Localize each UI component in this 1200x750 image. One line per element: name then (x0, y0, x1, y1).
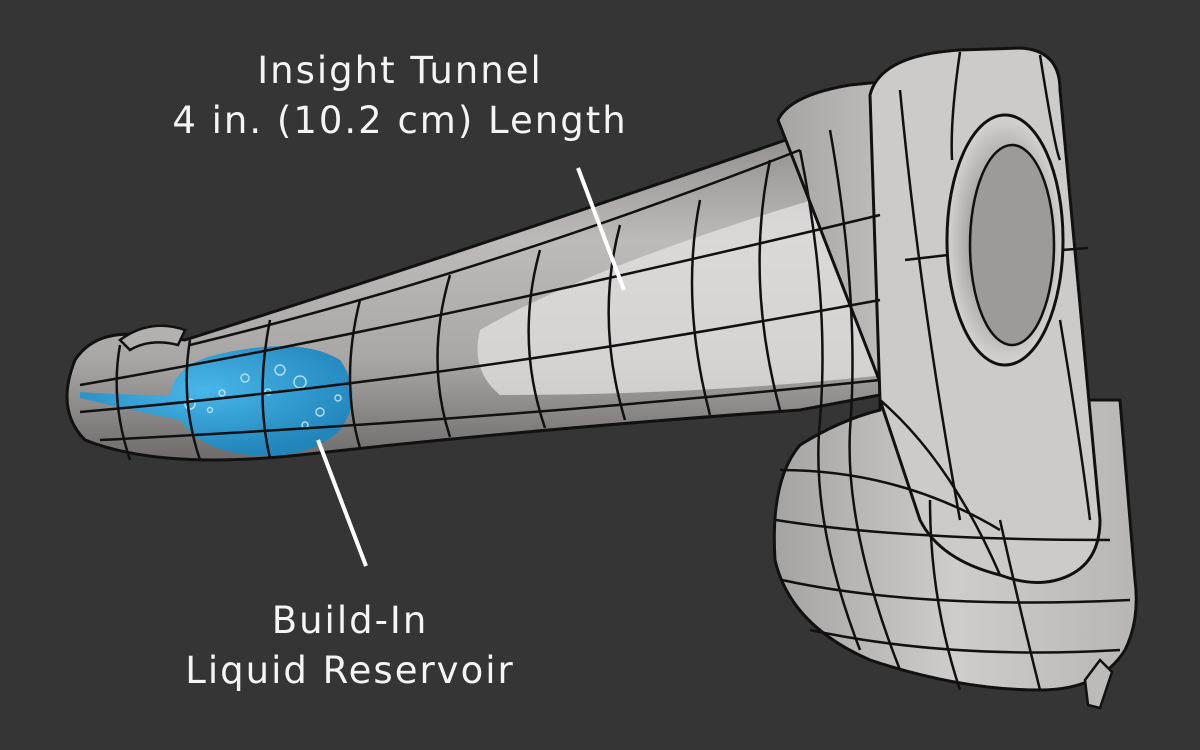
wireframe-lines (79, 51, 1131, 691)
reservoir-label-line2: Liquid Reservoir (185, 649, 515, 692)
insight-tunnel (477, 180, 885, 395)
tunnel-label: Insight Tunnel 4 in. (10.2 cm) Length (150, 46, 650, 146)
tunnel-leader-line (576, 167, 626, 291)
reservoir-leader-line (316, 439, 368, 567)
tunnel-label-line1: Insight Tunnel (257, 49, 543, 92)
reservoir-label-line1: Build-In (271, 599, 429, 642)
tunnel-label-line2: 4 in. (10.2 cm) Length (172, 99, 628, 142)
reservoir-label: Build-In Liquid Reservoir (150, 596, 550, 696)
